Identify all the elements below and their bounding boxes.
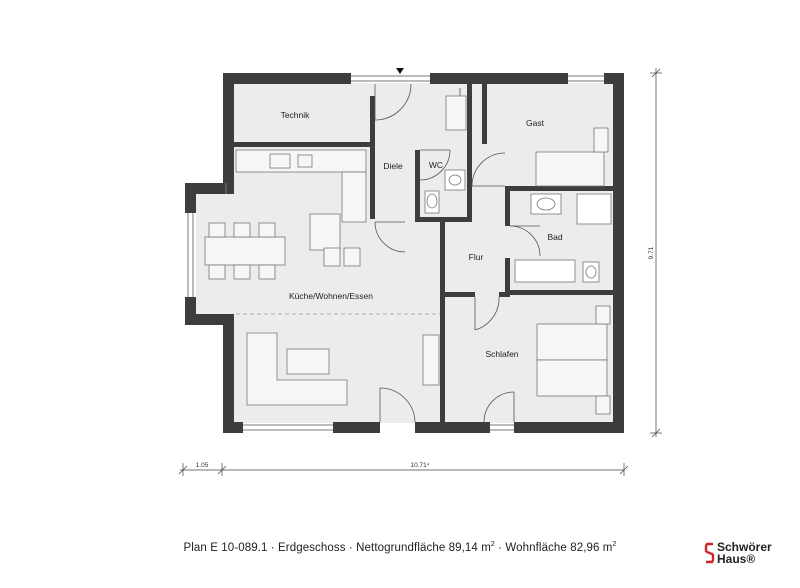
- caption-plan: Plan E 10-089.1: [183, 541, 268, 554]
- logo-text-line2: Haus®: [717, 552, 756, 566]
- room-label-technik: Technik: [281, 110, 311, 120]
- schwoerer-haus-logo: Schwörer Haus®: [704, 541, 796, 571]
- dimension-lines: [178, 68, 662, 476]
- caption-separator: ·: [494, 541, 506, 554]
- schlafen-bed: [536, 305, 611, 415]
- caption-separator: ·: [267, 541, 279, 554]
- wc-fixtures: [424, 169, 466, 214]
- room-label-schlafen: Schlafen: [485, 349, 518, 359]
- kitchen-furniture: [235, 149, 367, 267]
- room-label-wc: WC: [429, 160, 443, 170]
- room-label-bad: Bad: [547, 232, 562, 242]
- caption-floor: Erdgeschoss: [278, 541, 346, 554]
- caption-superscript: 2: [612, 541, 617, 548]
- dining-table: [204, 222, 286, 280]
- caption-net-area: Nettogrundfläche 89,14 m: [356, 541, 491, 554]
- caption-living-area: Wohnfläche 82,96 m: [505, 541, 613, 554]
- doors: [374, 83, 541, 423]
- living-furniture: [246, 332, 440, 406]
- caption-superscript: 2: [490, 541, 495, 548]
- logo-mark-icon: [704, 542, 715, 564]
- interior-walls: [234, 84, 613, 422]
- caption-separator: ·: [345, 541, 357, 554]
- entrance-marker-icon: [396, 68, 404, 74]
- gast-bed: [535, 127, 609, 187]
- room-label-gast: Gast: [526, 118, 545, 128]
- exterior-walls: [185, 73, 624, 433]
- dimension-height: 9.71: [648, 246, 655, 259]
- technik-furniture: [445, 95, 467, 131]
- room-label-diele: Diele: [383, 161, 403, 171]
- room-label-kueche-wohnen-essen: Küche/Wohnen/Essen: [289, 291, 373, 301]
- logo-text-line1: Schwörer: [717, 540, 772, 554]
- bad-fixtures: [514, 193, 612, 283]
- plan-caption: Plan E 10-089.1 · Erdgeschoss · Nettogru…: [0, 541, 800, 554]
- dimension-width: 10.71⁴: [410, 462, 429, 469]
- room-labels: Technik Diele WC Gast Bad Flur Küche/Woh…: [281, 110, 563, 359]
- dimension-left-offset: 1.05: [196, 462, 209, 469]
- windows: [187, 75, 604, 431]
- room-label-flur: Flur: [469, 252, 484, 262]
